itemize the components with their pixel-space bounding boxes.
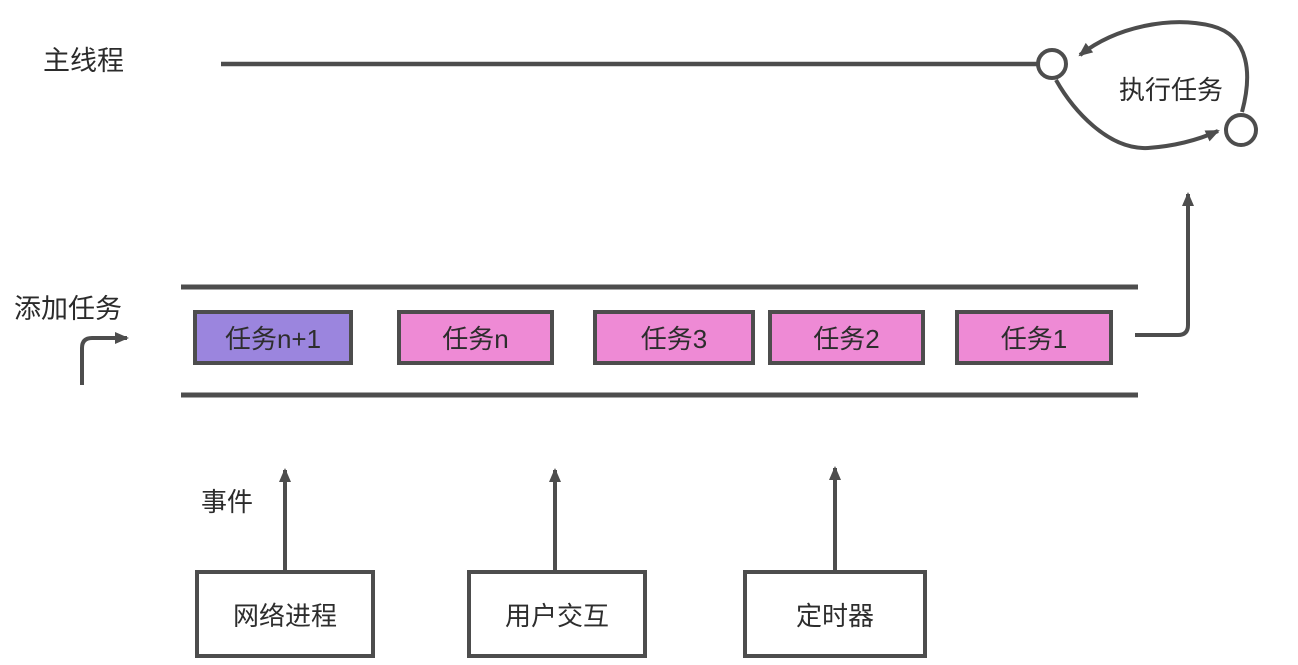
add-task-arrow (80, 332, 129, 385)
loop-node-start (1036, 48, 1068, 80)
task-box-n-plus-1: 任务n+1 (193, 310, 353, 365)
execute-task-label: 执行任务 (1119, 75, 1224, 105)
source-box-user-interaction: 用户交互 (467, 570, 647, 658)
task-box-3: 任务3 (593, 310, 755, 365)
main-thread-label: 主线程 (43, 46, 124, 76)
source-box-timer: 定时器 (743, 570, 927, 658)
event-label: 事件 (201, 487, 254, 517)
source-box-network-process: 网络进程 (195, 570, 375, 658)
loop-top-curve-arrow (1078, 20, 1250, 113)
dequeue-arrow (1135, 192, 1194, 337)
task-box-n: 任务n (397, 310, 554, 365)
loop-node-end (1224, 113, 1258, 147)
loop-bottom-curve-arrow (1054, 79, 1220, 151)
task-box-2: 任务2 (768, 310, 925, 365)
task-box-1: 任务1 (955, 310, 1113, 365)
add-task-label: 添加任务 (14, 294, 122, 324)
